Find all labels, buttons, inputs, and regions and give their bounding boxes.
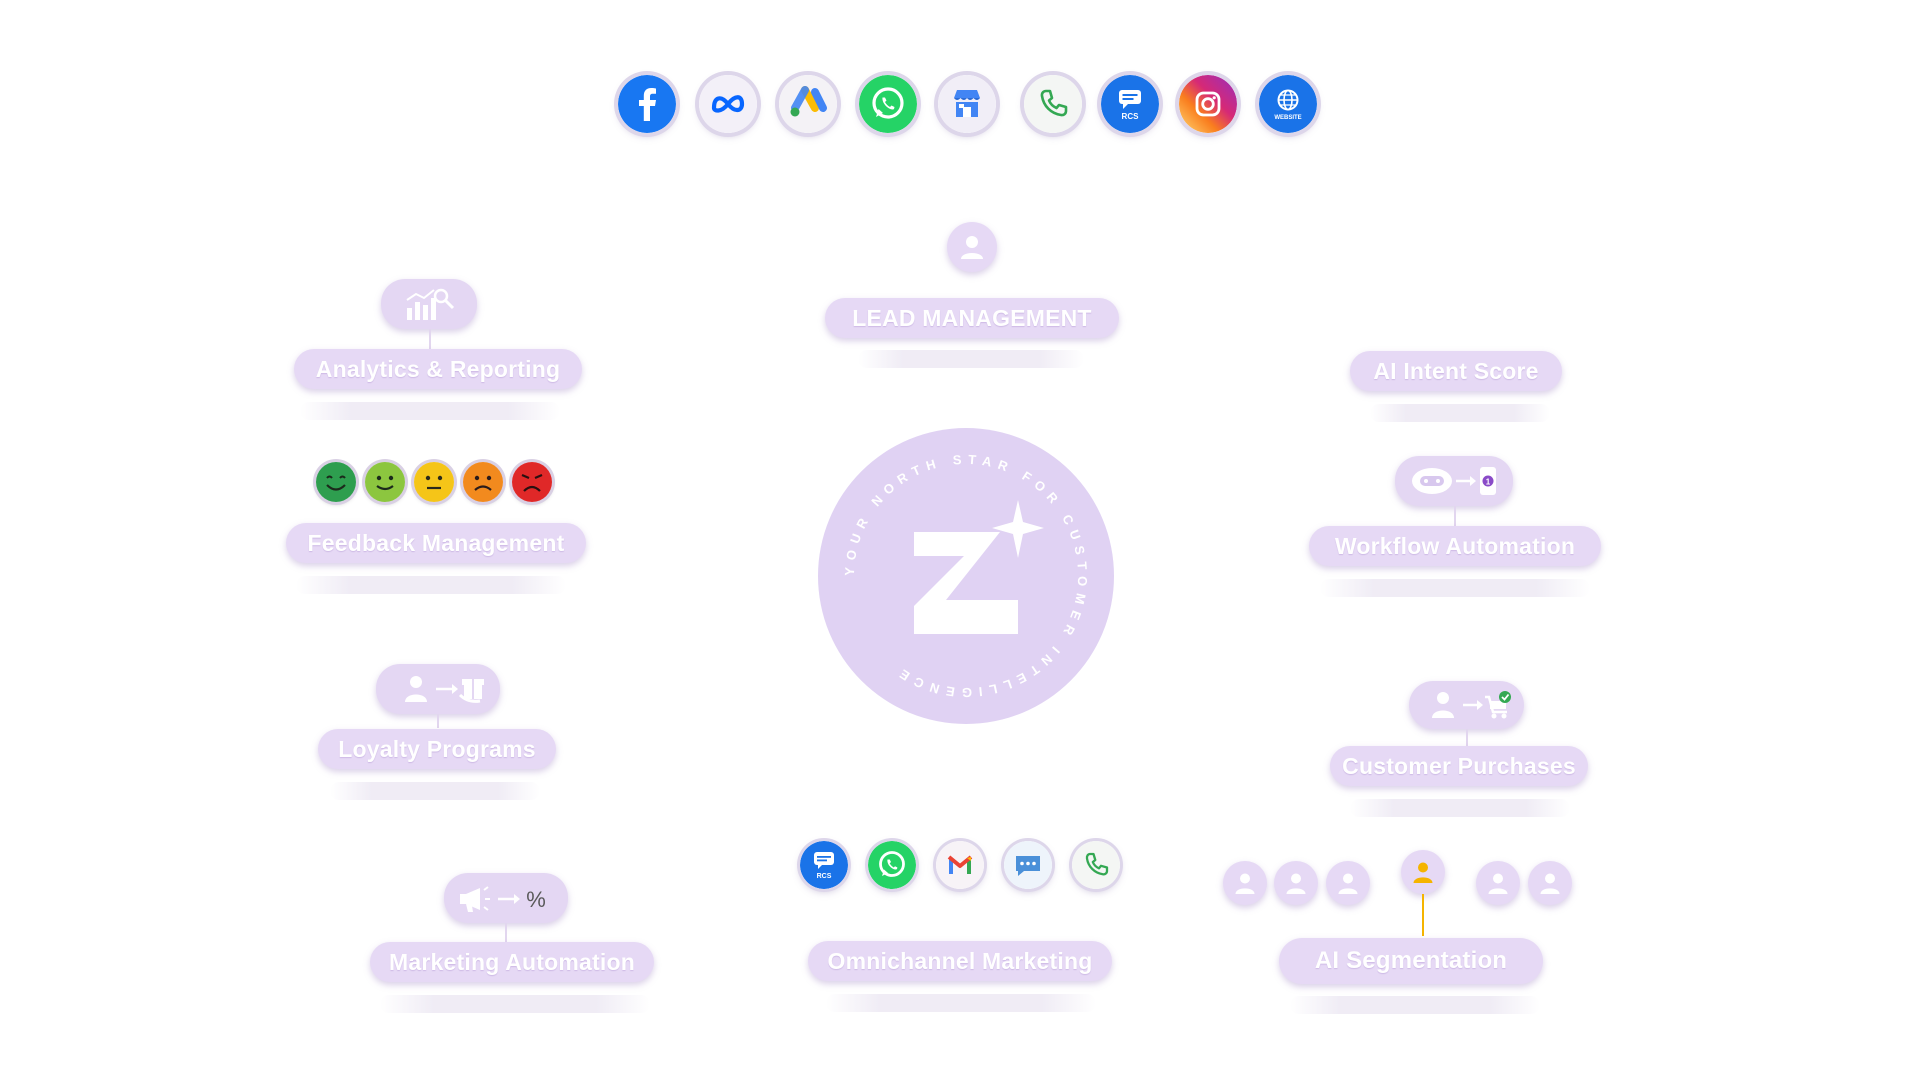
feedback-management-label[interactable]: Feedback Management <box>286 523 586 563</box>
rcs-icon[interactable]: RCS <box>800 841 848 889</box>
phone-icon[interactable] <box>1024 75 1082 133</box>
megaphone-to-discount-icon: % <box>460 886 546 912</box>
angry-face-icon[interactable] <box>512 462 552 502</box>
person-to-cart-icon <box>1431 691 1511 719</box>
lead-person-icon <box>947 222 997 272</box>
analytics-reporting-label[interactable]: Analytics & Reporting <box>294 349 582 389</box>
analytics-connector <box>429 329 431 349</box>
segment-person-icon <box>1326 861 1370 905</box>
workflow-subtext <box>1320 579 1590 597</box>
svg-text:RCS: RCS <box>1122 112 1140 121</box>
marketing-automation-label[interactable]: Marketing Automation <box>370 942 654 982</box>
sms-icon[interactable] <box>1004 841 1052 889</box>
segment-person-icon <box>1274 861 1318 905</box>
neutral-face-icon[interactable] <box>414 462 454 502</box>
marketing-automation-subtext <box>380 995 650 1013</box>
loyalty-connector <box>437 714 439 728</box>
segment-highlight-connector <box>1422 894 1424 936</box>
feedback-subtext <box>296 576 566 594</box>
workflow-automation-label[interactable]: Workflow Automation <box>1309 526 1601 566</box>
workflow-icon-box: 1 <box>1395 456 1513 506</box>
analytics-subtext <box>300 402 560 420</box>
lead-management-label[interactable]: LEAD MANAGEMENT <box>825 298 1119 338</box>
person-to-gift-icon <box>405 676 484 703</box>
facebook-icon[interactable] <box>618 75 676 133</box>
svg-text:RCS: RCS <box>817 873 832 880</box>
svg-text:WEBSITE: WEBSITE <box>1274 115 1301 121</box>
hub-star-icon <box>992 500 1044 558</box>
loyalty-programs-label[interactable]: Loyalty Programs <box>318 729 556 769</box>
segment-person-icon <box>1476 861 1520 905</box>
segment-person-icon <box>1528 861 1572 905</box>
marketing-automation-connector <box>505 923 507 943</box>
omnichannel-subtext <box>826 994 1096 1012</box>
workflow-connector <box>1454 506 1456 526</box>
segmentation-subtext <box>1290 996 1540 1014</box>
loyalty-subtext <box>330 782 540 800</box>
ai-intent-score-label[interactable]: AI Intent Score <box>1350 351 1562 391</box>
meta-icon[interactable] <box>699 75 757 133</box>
loyalty-icon-box <box>376 664 500 714</box>
central-hub: YOUR NORTH STAR FOR CUSTOMER INTELLIGENC… <box>818 428 1114 724</box>
unhappy-face-icon[interactable] <box>463 462 503 502</box>
analytics-icon-box <box>381 279 477 329</box>
robot-to-phone-icon: 1 <box>1412 467 1496 495</box>
svg-text:1: 1 <box>1486 478 1491 487</box>
website-icon[interactable]: WEBSITE <box>1259 75 1317 133</box>
happy-face-icon[interactable] <box>365 462 405 502</box>
google-ads-icon[interactable] <box>779 75 837 133</box>
segment-highlighted-person-icon <box>1401 850 1445 894</box>
lead-management-subtext <box>858 350 1084 368</box>
analytics-chart-icon <box>406 288 455 320</box>
google-my-business-icon[interactable] <box>938 75 996 133</box>
instagram-icon[interactable] <box>1179 75 1237 133</box>
purchases-connector <box>1466 729 1468 747</box>
gmail-icon[interactable] <box>936 841 984 889</box>
rcs-icon[interactable]: RCS <box>1101 75 1159 133</box>
purchases-icon-box <box>1409 681 1524 729</box>
whatsapp-icon[interactable] <box>868 841 916 889</box>
purchases-subtext <box>1350 799 1570 817</box>
ai-intent-subtext <box>1370 404 1550 422</box>
ai-segmentation-label[interactable]: AI Segmentation <box>1279 938 1543 984</box>
customer-purchases-label[interactable]: Customer Purchases <box>1330 746 1588 786</box>
phone-icon[interactable] <box>1072 841 1120 889</box>
very-happy-face-icon[interactable] <box>316 462 356 502</box>
percent-icon: % <box>526 887 546 912</box>
hub-z-logo <box>914 532 1018 634</box>
marketing-automation-icon-box: % <box>444 873 568 923</box>
whatsapp-icon[interactable] <box>859 75 917 133</box>
segment-person-icon <box>1223 861 1267 905</box>
omnichannel-marketing-label[interactable]: Omnichannel Marketing <box>808 941 1112 981</box>
hub-logo-badge: YOUR NORTH STAR FOR CUSTOMER INTELLIGENC… <box>818 428 1114 724</box>
